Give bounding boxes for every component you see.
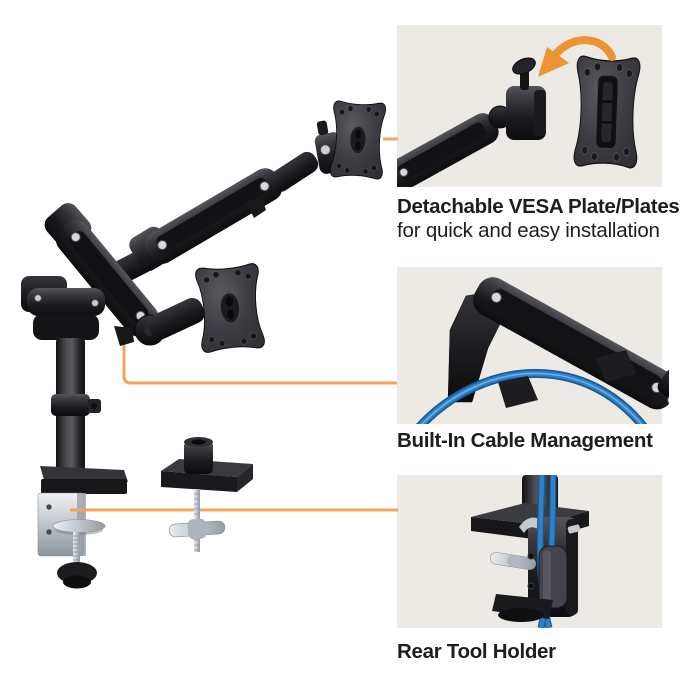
feature-title-cable: Built-In Cable Management [397, 429, 653, 452]
mounting-pole [51, 338, 101, 474]
cable-clip [498, 376, 538, 408]
desk-clamp [37, 466, 128, 589]
curved-arrow-icon [547, 36, 616, 64]
vesa-plate-lower [194, 262, 266, 354]
grommet-mount [161, 437, 253, 552]
curved-arrow-head [538, 47, 569, 77]
lower-monitor-arm [44, 203, 266, 354]
vesa-plate-detached [572, 55, 642, 169]
pole-head-hub [21, 276, 105, 340]
feature-subtitle-vesa: for quick and easy installation [397, 219, 660, 242]
cable-hook [246, 198, 266, 218]
tool-holder-detail-art [471, 475, 589, 628]
feature-title-vesa: Detachable VESA Plate/Plates [397, 195, 680, 218]
vesa-detail-art [397, 36, 642, 187]
callout-line-cable [122, 336, 397, 385]
cable-hook [114, 326, 134, 346]
cable-management-detail-art [416, 277, 669, 424]
cable-highlight [421, 372, 643, 424]
main-arm-assembly [21, 100, 398, 589]
pole-collar [51, 394, 90, 416]
metal-hook [519, 517, 541, 533]
cable-clip [596, 350, 636, 382]
feature-title-tool-holder: Rear Tool Holder [397, 640, 556, 663]
vesa-plate-upper [329, 100, 387, 180]
